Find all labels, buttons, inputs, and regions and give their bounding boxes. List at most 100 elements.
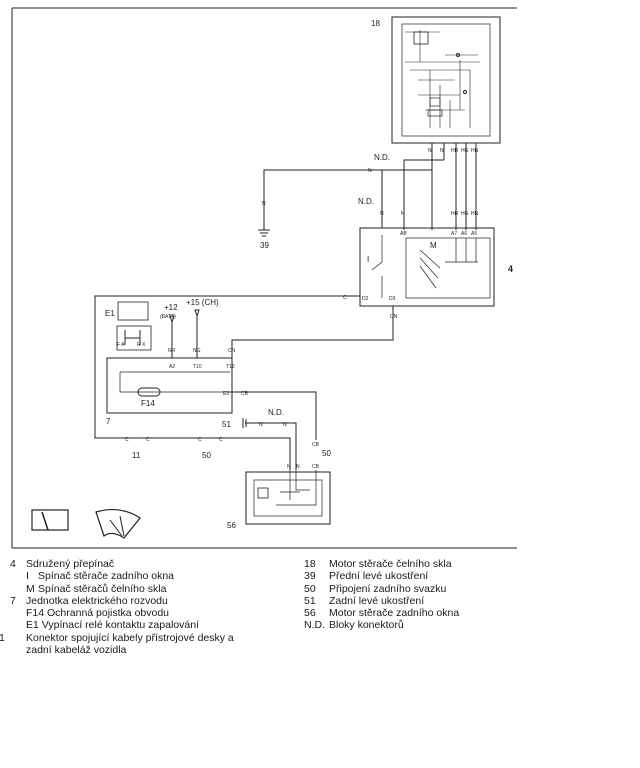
legend-item: I Spínač stěrače zadního okna xyxy=(10,570,260,582)
wire-code-label: N xyxy=(262,201,266,207)
wire-code-label: M xyxy=(26,582,35,595)
wire-code-label: Zadní levé ukostření xyxy=(329,594,425,607)
legend-item: 39 Přední levé ukostření xyxy=(304,570,504,582)
legend-item: 51 Zadní levé ukostření xyxy=(304,595,504,607)
label-39: 39 xyxy=(260,241,269,250)
wire-code-label: Vypínací relé kontaktu zapalování xyxy=(41,619,199,632)
wire-code-label: Bloky konektorů xyxy=(329,619,404,632)
label-50-connector: 50 xyxy=(202,451,211,460)
wire-code-label: Motor stěrače čelního skla xyxy=(329,558,452,570)
wire-code-label: 50 xyxy=(304,582,316,595)
wire-code-label: N xyxy=(283,422,287,428)
component-4-box xyxy=(359,227,495,307)
legend-item: 50 Připojení zadního svazku xyxy=(304,583,504,595)
label-18: 18 xyxy=(371,19,380,28)
legend-item: 4 Sdružený přepínač xyxy=(10,558,260,570)
wire-code-label: N xyxy=(428,148,432,154)
component-56-box xyxy=(245,471,331,525)
component-18-box xyxy=(391,16,501,144)
wire-code-label: A7 xyxy=(451,231,457,237)
legend-item: F14 Ochranná pojistka obvodu xyxy=(10,607,260,619)
component-7-box xyxy=(106,357,233,414)
wire-code-label: 39 xyxy=(304,570,316,583)
wire-code-label: HN xyxy=(471,211,479,217)
wire-code-label: C xyxy=(146,437,150,443)
wire-code-label: AB xyxy=(400,231,407,237)
wire-code-label: Sdružený přepínač xyxy=(26,558,115,570)
wire-code-label: 4 xyxy=(10,558,16,570)
label-plus12: +12 xyxy=(164,303,178,312)
wire-code-label: R X xyxy=(137,342,146,348)
wire-code-label: D2 xyxy=(362,296,369,302)
wire-code-label: 7 xyxy=(10,594,16,607)
wire-code-label: E3 xyxy=(223,391,229,397)
wire-code-label: E1 xyxy=(26,619,39,632)
label-nd-mid: N.D. xyxy=(358,197,374,206)
wire-code-label: Připojení zadního svazku xyxy=(329,582,447,595)
wire-code-label: 56 xyxy=(304,607,316,620)
wire-code-label: F14 xyxy=(26,607,45,620)
wire-code-label: Jednotka elektrického rozvodu xyxy=(26,594,168,607)
wire-code-label: N xyxy=(287,464,291,470)
legend-item: E1 Vypínací relé kontaktu zapalování xyxy=(10,619,260,631)
wire-code-label: HR xyxy=(451,211,459,217)
label-batt: (BATT) xyxy=(160,314,176,320)
label-nd-low: N.D. xyxy=(268,408,284,417)
wire-code-label: HN xyxy=(471,148,479,154)
label-e1: E1 xyxy=(105,309,115,318)
wire-code-label: NG xyxy=(193,348,201,354)
label-switch-i: I xyxy=(367,255,369,264)
wire-code-label: CN xyxy=(228,348,236,354)
label-11: 11 xyxy=(132,451,141,460)
wire-code-label: C xyxy=(125,437,129,443)
wiring-diagram: 18 N.D. N.D. 39 4 I M E1 +12 (BATT) +15 … xyxy=(11,7,517,549)
wire-code-label: A6 xyxy=(461,231,467,237)
wire-code-label: HG xyxy=(461,148,469,154)
wire-code-label: T12 xyxy=(226,364,235,370)
wire-code-label: Spínač stěračů čelního skla xyxy=(38,582,167,595)
wire-code-label: A5 xyxy=(471,231,477,237)
wire-code-label: N xyxy=(259,422,263,428)
page-frame xyxy=(11,7,517,549)
label-plus15: +15 (CH) xyxy=(186,298,219,307)
wire-code-label: HG xyxy=(461,211,469,217)
label-nd-top: N.D. xyxy=(374,153,390,162)
legend-left: 4 Sdružený přepínač I Spínač stěrače zadní… xyxy=(0,558,262,657)
wire-code-label: C xyxy=(343,295,347,301)
wire-code-label: CB xyxy=(312,442,320,448)
label-4: 4 xyxy=(508,264,513,274)
wire-code-label: Přední levé ukostření xyxy=(329,570,429,583)
label-7: 7 xyxy=(106,417,111,426)
wire-code-label: D3 xyxy=(389,296,396,302)
legend-item: 11 Konektor spojující kabely přístrojové … xyxy=(0,631,262,657)
wire-code-label: 51 xyxy=(304,594,316,607)
label-56: 56 xyxy=(227,521,236,530)
label-switch-m: M xyxy=(430,241,437,250)
wire-code-label: N xyxy=(368,168,372,174)
wire-code-label: N.D. xyxy=(304,619,325,632)
wire-code-label: Ochranná pojistka obvodu xyxy=(47,607,170,620)
wire-code-label: N xyxy=(296,464,300,470)
wire-code-label: NR xyxy=(168,348,176,354)
wire-code-label: N xyxy=(401,211,405,217)
legend-item: 7 Jednotka elektrického rozvodu xyxy=(10,595,260,607)
wire-code-label: CB xyxy=(312,464,320,470)
wire-code-label: I xyxy=(26,570,29,583)
legend-item: N.D. Bloky konektorů xyxy=(304,619,504,631)
wire-code-label: CN xyxy=(390,314,398,320)
label-51: 51 xyxy=(222,420,231,429)
wire-code-label: CB xyxy=(241,391,249,397)
wire-code-label: Spínač stěrače zadního okna xyxy=(38,570,175,583)
wire-code-label: N xyxy=(440,148,444,154)
wire-code-label: 11 xyxy=(0,631,5,644)
wire-code-label: T10 xyxy=(193,364,202,370)
wire-code-label: Konektor spojující kabely přístrojové de… xyxy=(26,631,234,657)
wire-code-label: A2 xyxy=(169,364,175,370)
wire-code-label: C xyxy=(198,437,202,443)
label-50: 50 xyxy=(322,449,331,458)
wire-code-label: N xyxy=(380,211,384,217)
wire-code-label: C xyxy=(219,437,223,443)
